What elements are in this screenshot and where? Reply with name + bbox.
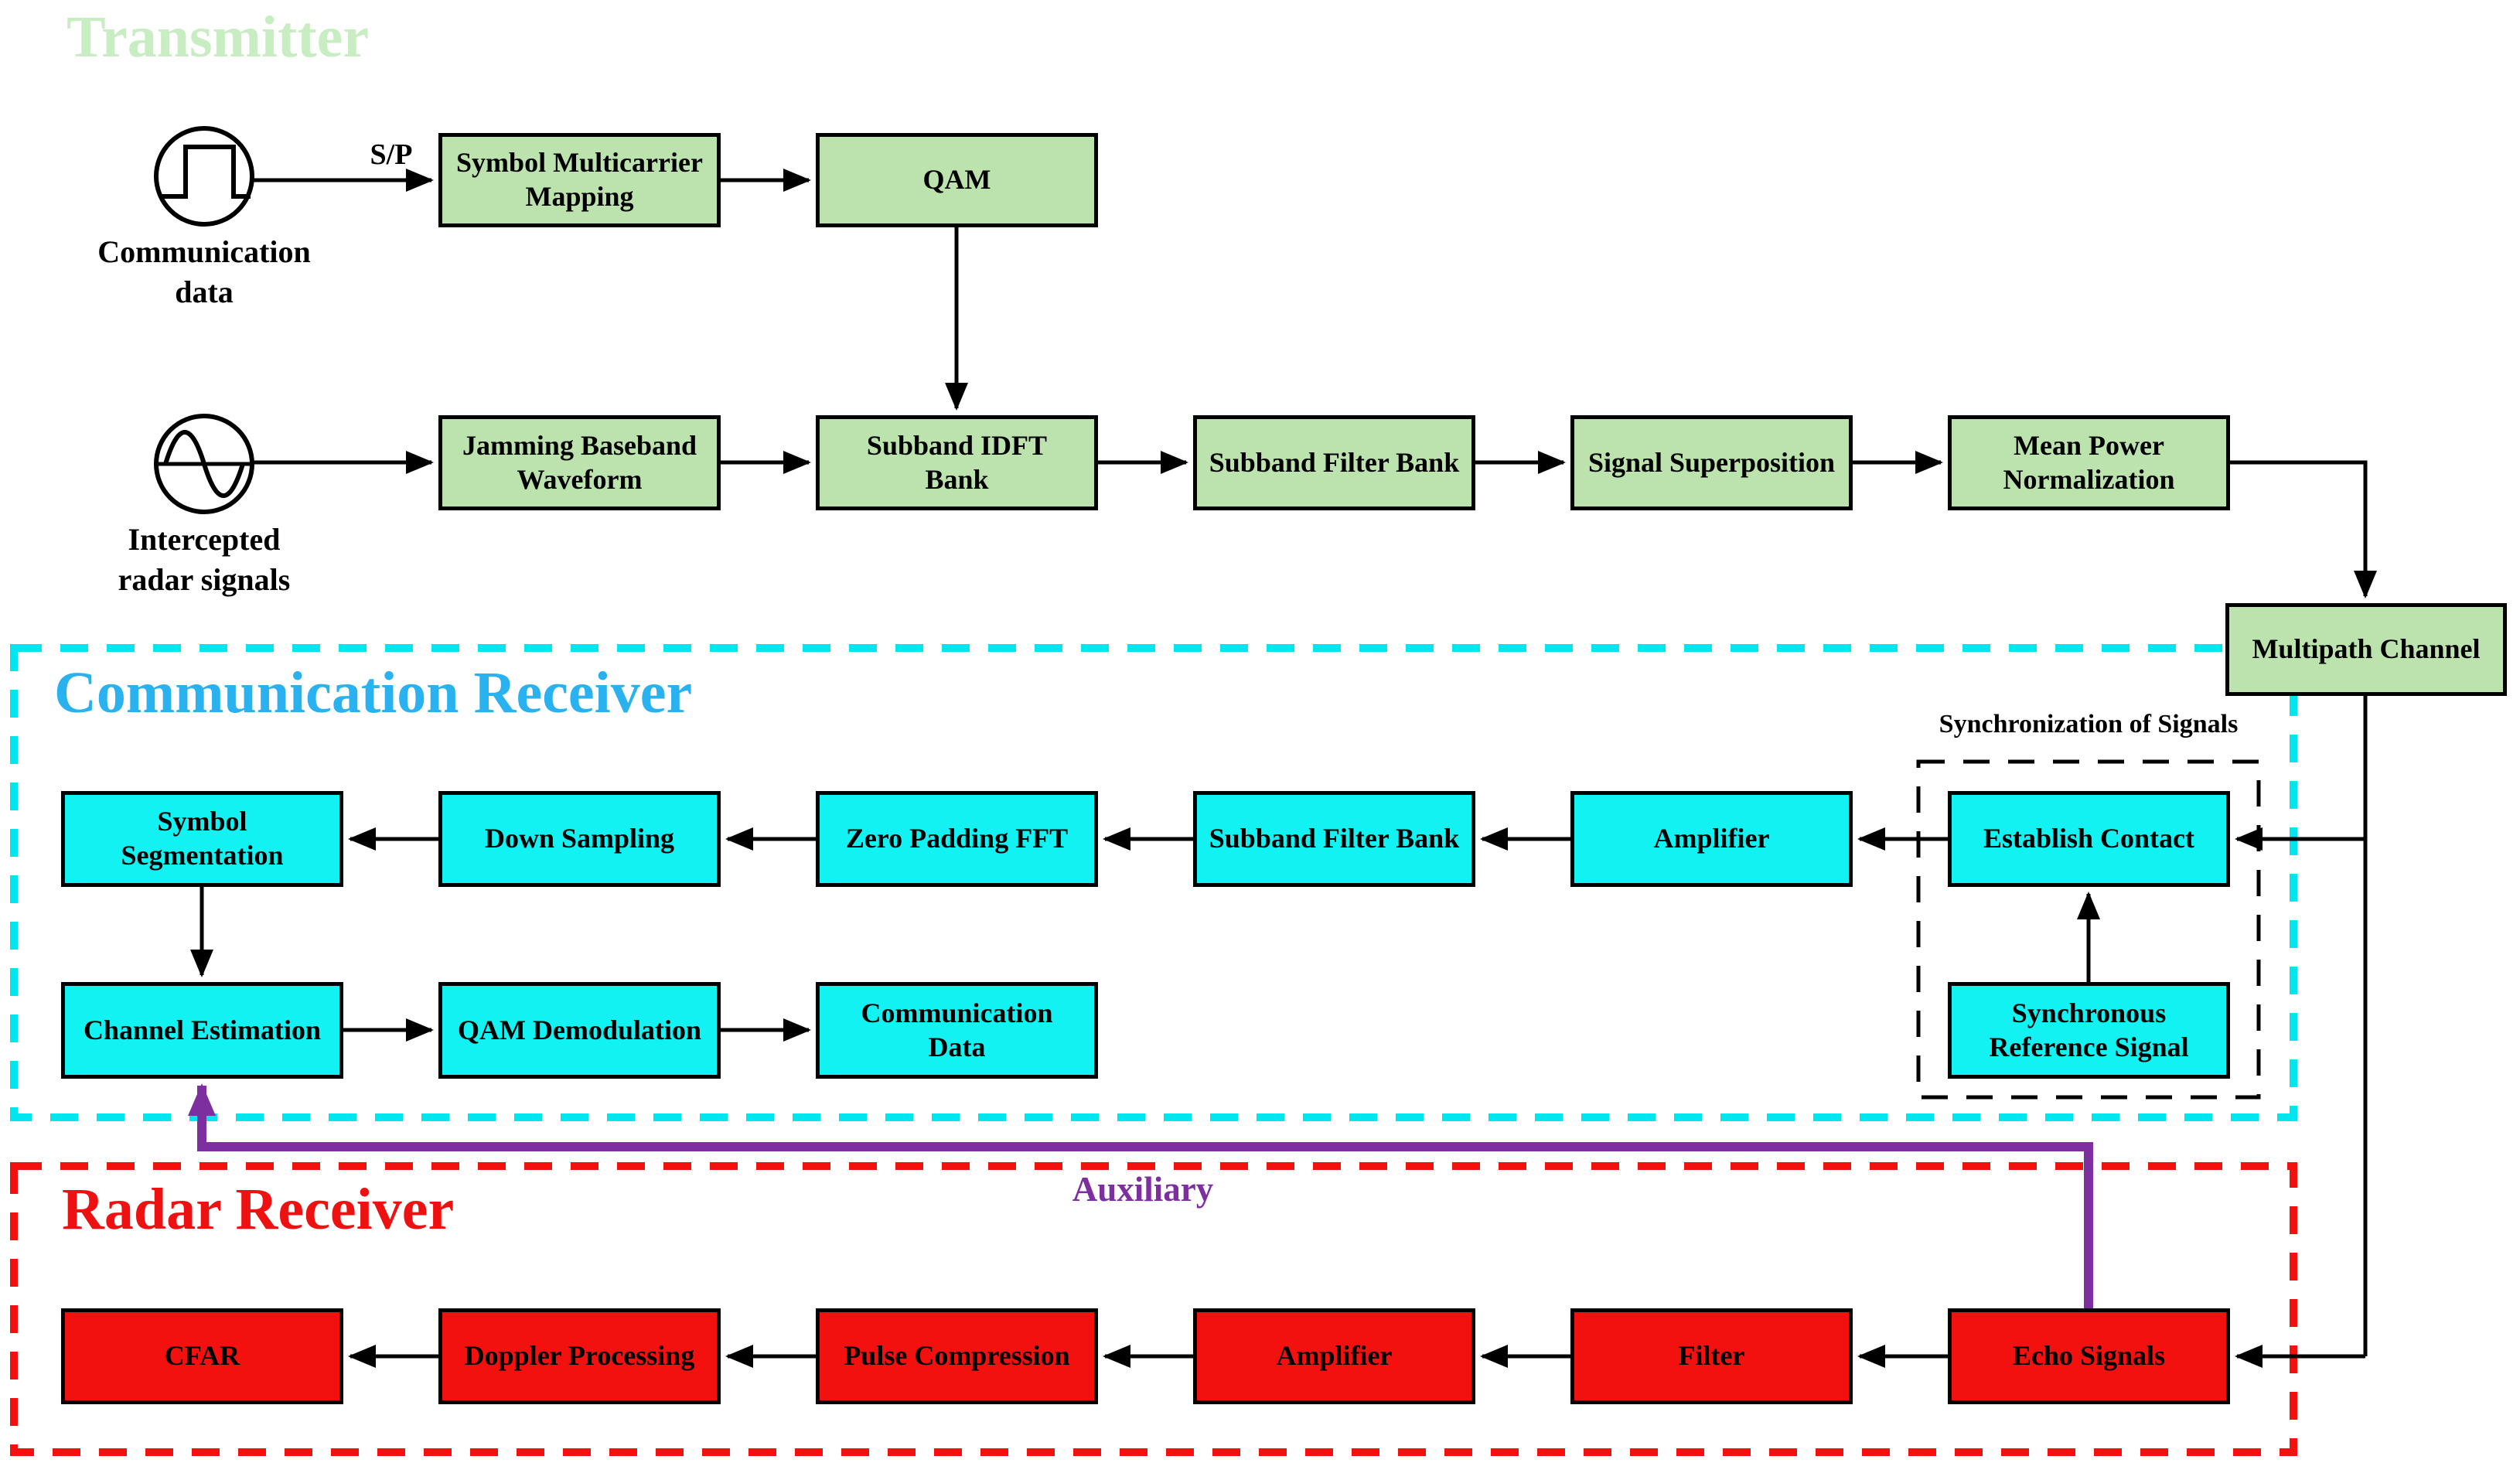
block-zero-padding-fft-label: Zero Padding FFT [845,823,1069,854]
sp-label: S/P [370,138,413,171]
synchronization-label: Synchronization of Signals [1939,710,2239,738]
block-synchronous-reference-signal-label: Synchronous Reference Signal [1989,997,2189,1062]
communication-receiver-title: Communication Receiver [54,660,693,725]
block-pulse-compression: Pulse Compression [816,1308,1098,1404]
block-zero-padding-fft: Zero Padding FFT [816,791,1098,887]
communication-receiver-region-border [10,644,2297,1121]
block-cfar: CFAR [61,1308,343,1404]
block-establish-contact-label: Establish Contact [1983,823,2195,854]
block-doppler-processing-label: Doppler Processing [464,1340,695,1372]
block-jamming-baseband-waveform: Jamming Baseband Waveform [438,415,721,510]
block-symbol-segmentation: Symbol Segmentation [61,791,343,887]
block-qam: QAM [816,133,1098,227]
sine-wave-icon [154,414,254,514]
block-subband-filter-bank-tx: Subband Filter Bank [1193,415,1475,510]
block-channel-estimation-label: Channel Estimation [83,1014,322,1045]
block-multipath-channel: Multipath Channel [2225,603,2507,696]
block-symbol-multicarrier-mapping-label: Symbol Multicarrier Mapping [456,147,703,212]
block-amplifier-comm: Amplifier [1570,791,1853,887]
block-subband-filter-bank-rx-label: Subband Filter Bank [1209,823,1460,854]
block-mean-power-normalization-label: Mean Power Normalization [2003,429,2175,495]
block-symbol-multicarrier-mapping: Symbol Multicarrier Mapping [438,133,721,227]
radar-receiver-title: Radar Receiver [62,1177,455,1242]
block-communication-data-label: Communication Data [861,997,1053,1062]
auxiliary-arrow-echo-to-channel-estimation [188,1083,2093,1308]
block-subband-filter-bank-tx-label: Subband Filter Bank [1209,446,1460,478]
block-echo-signals: Echo Signals [1948,1308,2230,1404]
block-filter: Filter [1570,1308,1853,1404]
block-mean-power-normalization: Mean Power Normalization [1948,415,2230,510]
block-subband-idft-bank: Subband IDFT Bank [816,415,1098,510]
block-synchronous-reference-signal: Synchronous Reference Signal [1948,982,2230,1079]
intercepted-radar-source-label: Intercepted radar signals [118,522,291,597]
block-pulse-compression-label: Pulse Compression [844,1340,1070,1372]
arrow-normalization-to-multipath [2230,460,2377,598]
radar-receiver-region-border [10,1162,2297,1456]
block-symbol-segmentation-label: Symbol Segmentation [121,806,284,871]
block-qam-demodulation: QAM Demodulation [438,982,721,1079]
block-doppler-processing: Doppler Processing [438,1308,721,1404]
block-echo-signals-label: Echo Signals [2012,1340,2166,1372]
block-amplifier-radar-label: Amplifier [1276,1340,1393,1372]
block-down-sampling-label: Down Sampling [484,823,675,854]
block-channel-estimation: Channel Estimation [61,982,343,1079]
transmitter-title: Transmitter [66,5,370,70]
block-multipath-channel-label: Multipath Channel [2252,633,2481,665]
block-amplifier-radar: Amplifier [1193,1308,1475,1404]
block-filter-label: Filter [1678,1340,1745,1372]
communication-data-source-label: Communication data [97,234,311,309]
block-subband-filter-bank-rx: Subband Filter Bank [1193,791,1475,887]
block-communication-data: Communication Data [816,982,1098,1079]
block-jamming-baseband-waveform-label: Jamming Baseband Waveform [462,429,697,495]
block-establish-contact: Establish Contact [1948,791,2230,887]
block-signal-superposition: Signal Superposition [1570,415,1853,510]
block-signal-superposition-label: Signal Superposition [1587,446,1836,478]
communication-data-icon [154,126,254,227]
block-qam-label: QAM [922,164,991,196]
block-subband-idft-bank-label: Subband IDFT Bank [866,429,1048,495]
synchronization-region-border [1916,759,2261,1100]
block-down-sampling: Down Sampling [438,791,721,887]
auxiliary-label: Auxiliary [1072,1170,1214,1209]
block-qam-demodulation-label: QAM Demodulation [458,1014,701,1045]
block-cfar-label: CFAR [164,1340,240,1372]
block-amplifier-comm-label: Amplifier [1653,823,1770,854]
